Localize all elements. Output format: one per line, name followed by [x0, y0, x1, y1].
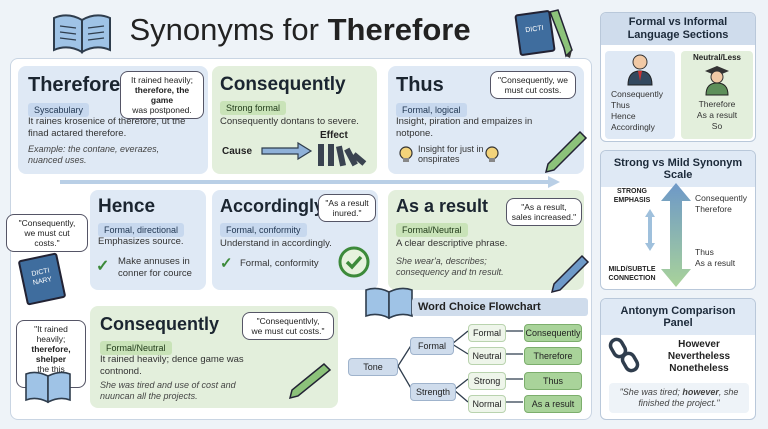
flow-result: Thus [524, 372, 582, 390]
pencil-icon [548, 9, 573, 58]
check-icon: ✓ [96, 258, 110, 275]
cause-label: Cause [222, 146, 253, 157]
quote-bubble: "Consequentlvly, we must cut costs." [242, 312, 334, 340]
card-consequently: Consequently Strong formal Consequently … [212, 66, 377, 174]
card-thus: Thus Formal, logical Insight, piration a… [388, 66, 584, 174]
flowchart-title: Word Choice Flowchart [412, 298, 588, 316]
flow-branch: Formal [410, 337, 454, 355]
card-word: Therefore [28, 74, 121, 96]
mild-words: Thus As a result [695, 247, 736, 268]
check-icon: ✓ [220, 255, 233, 272]
card-tag: Formal, conformity [220, 223, 307, 237]
flow-result: Consequently [524, 324, 582, 342]
synonym-scale-panel: Strong vs Mild Synonym Scale STRONG EMPH… [600, 150, 756, 290]
flow-result: Therefore [524, 347, 582, 365]
arrow-right-icon [261, 141, 313, 161]
card-tag: Syscabulary [28, 103, 90, 117]
insight-text: Insight for just in onspirates [418, 144, 484, 164]
card-tag: Formal/Neutral [396, 223, 468, 237]
flow-option: Strong [468, 372, 506, 390]
quote-bubble: "Consequently, we must cut costs." [6, 214, 88, 252]
card-desc: It rained heavily; dence game was contno… [100, 354, 244, 377]
card-word: Accordingly [220, 196, 325, 216]
small-arrow-icon [645, 209, 655, 251]
mild-label: MILD/SUBTLE CONNECTION [608, 266, 656, 282]
card-accordingly: Accordingly Formal, conformity Understan… [212, 190, 378, 290]
card-tag: Formal/Neutral [100, 341, 172, 355]
dominoes-icon [318, 144, 367, 167]
open-book-icon [53, 14, 111, 54]
page-title: Synonyms for Therefore [120, 12, 480, 48]
formal-list: Consequently Thus Hence Accordingly [611, 89, 663, 132]
card-word: Consequently [220, 74, 346, 95]
card-word: As a result [396, 196, 489, 216]
card-example: She was tired and use of cost and nuunca… [100, 380, 236, 401]
quote-bubble: "As a result, sales increased." [506, 198, 582, 226]
open-book-icon [25, 371, 71, 404]
scale-arrow-icon [661, 183, 691, 287]
title-strong: Therefore [327, 12, 471, 47]
card-desc: Insight, piration and empaizes in notpon… [396, 116, 533, 139]
flow-branch: Strength [410, 383, 456, 401]
card-desc: A clear descriptive phrase. [396, 238, 508, 249]
card-hence: Hence Formal, directional Emphasizes sou… [90, 190, 206, 290]
antonym-example: "She was tired; however, she finished th… [609, 383, 749, 413]
pencil-icon [544, 130, 588, 174]
open-book-icon [365, 287, 413, 320]
strong-words: Consequently Therefore [695, 193, 747, 214]
lightbulb-icon [399, 146, 413, 162]
card-tag: Formal, logical [396, 103, 467, 117]
card-example: Example: the contane, everazes, nuanced … [28, 144, 160, 165]
title-prefix: Synonyms for [129, 12, 319, 47]
card-desc: It raines krosenice of therefore, ut the… [28, 116, 186, 139]
quote-bubble: "As a result inured." [318, 194, 376, 222]
check-text: Make annuses in conner for cource [118, 256, 192, 279]
check-text: Formal, conformity [240, 258, 319, 269]
card-desc: Consequently dontans to severe. [220, 116, 359, 127]
panel-title: Antonym Comparison Panel [601, 299, 755, 335]
panel-title: Formal vs Informal Language Sections [601, 13, 755, 45]
panel-title: Strong vs Mild Synonym Scale [601, 151, 755, 187]
neutral-column: Neutral/Less Therefore As a result So [681, 51, 753, 139]
card-desc: Emphasizes source. [98, 236, 184, 247]
card-desc: Understand in accordingly. [220, 238, 332, 249]
card-word: Consequently [100, 314, 220, 334]
lightbulb-icon [485, 146, 499, 162]
flow-result: As a result [524, 395, 582, 413]
pencil-icon [288, 362, 332, 400]
flow-option: Normal [468, 395, 506, 413]
quote-bubble: "Consequently, we must cut costs. [490, 71, 576, 99]
broken-chain-icon [608, 337, 640, 373]
quote-bubble: It rained heavily; therefore, the game w… [120, 71, 204, 119]
formal-informal-panel: Formal vs Informal Language Sections Con… [600, 12, 756, 142]
neutral-header: Neutral/Less [692, 53, 742, 62]
flow-arrow [60, 176, 560, 188]
strong-label: STRONG EMPHASIS [613, 188, 651, 204]
antonym-list: However Nevertheless Nonetheless [667, 339, 731, 374]
antonym-panel: Antonym Comparison Panel However Neverth… [600, 298, 756, 420]
card-as-a-result: As a result Formal/Neutral A clear descr… [388, 190, 584, 290]
graduate-icon [705, 66, 729, 96]
card-tag: Formal, directional [98, 223, 185, 237]
check-circle-icon [338, 246, 370, 278]
pencil-icon [550, 254, 590, 294]
card-example: She wear'a, describes; consequency and t… [396, 256, 504, 277]
flow-root: Tone [348, 358, 398, 376]
card-word: Thus [396, 74, 444, 96]
flow-option: Formal [468, 324, 506, 342]
businessman-icon [627, 54, 653, 86]
card-word: Hence [98, 196, 156, 217]
card-tag: Strong formal [220, 101, 287, 115]
neutral-list: Therefore As a result So [696, 99, 738, 131]
flow-option: Neutral [468, 347, 506, 365]
effect-label: Effect [320, 130, 348, 141]
formal-column: Consequently Thus Hence Accordingly [605, 51, 675, 139]
